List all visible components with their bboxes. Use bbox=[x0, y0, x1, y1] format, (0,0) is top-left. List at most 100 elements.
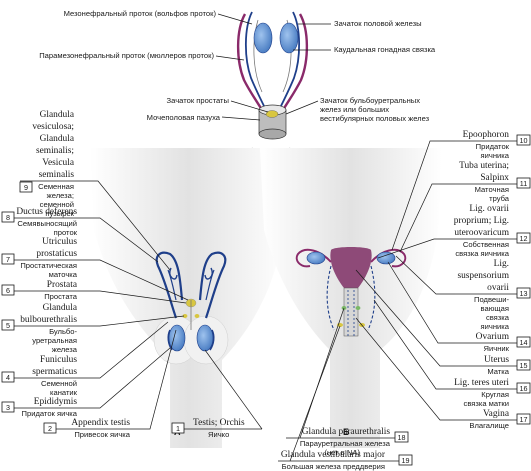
label-3-ru-1: Придаток яичка bbox=[22, 409, 78, 418]
label-19-num: 19 bbox=[402, 456, 410, 465]
label-2-latin-1: Appendix testis bbox=[71, 418, 130, 428]
label-12-ru-1: Собственная bbox=[463, 240, 509, 249]
label-12-ru-2: связка яичника bbox=[455, 249, 509, 258]
panel-b-letter: Б bbox=[343, 427, 350, 437]
label-13-num: 13 bbox=[520, 289, 528, 298]
label-15-ru-1: Матка bbox=[487, 367, 509, 376]
label-10-latin-1: Epoophoron bbox=[463, 130, 510, 140]
label-13-ru-2: вающая bbox=[481, 304, 509, 313]
label-7-num: 7 bbox=[6, 255, 10, 264]
label-6-num: 6 bbox=[6, 286, 10, 295]
label-14-num: 14 bbox=[520, 338, 528, 347]
label-1-num: 1 bbox=[176, 424, 180, 433]
label-5-num: 5 bbox=[6, 321, 10, 330]
label-4-latin-1: Funiculus bbox=[40, 355, 77, 365]
label-9-ru-3: семенной bbox=[40, 200, 74, 209]
label-5-latin-1: Glandula bbox=[43, 303, 78, 313]
ovary-right bbox=[376, 251, 396, 265]
label-13-latin-1: Lig. bbox=[494, 259, 509, 269]
label-9-latin-2: vesiculosa; bbox=[32, 122, 74, 132]
label-2-num: 2 bbox=[48, 424, 52, 433]
paramesonephric-duct-label: Парамезонефральный проток (мюллеров прот… bbox=[39, 51, 214, 60]
label-3-num: 3 bbox=[6, 403, 10, 412]
label-7-latin-2: prostaticus bbox=[36, 249, 77, 259]
label-17-latin-1: Vagina bbox=[483, 409, 510, 419]
label-8-ru-1: Семявыносящий bbox=[17, 219, 77, 228]
label-13-ru-3: связка bbox=[486, 313, 510, 322]
label-9-ru-1: Семенная bbox=[38, 182, 74, 191]
label-16-latin-1: Lig. teres uteri bbox=[454, 378, 509, 388]
label-13-ru-1: Подвеши- bbox=[474, 295, 509, 304]
label-11-latin-2: Salpinx bbox=[480, 173, 509, 183]
bulbo-primordium-label-1: Зачаток бульбоуретральных bbox=[320, 96, 420, 105]
label-5-ru-1: Бульбо- bbox=[49, 327, 77, 336]
label-4-num: 4 bbox=[6, 373, 10, 382]
label-8-num: 8 bbox=[6, 213, 10, 222]
uterus bbox=[330, 247, 372, 288]
label-4-latin-2: spermaticus bbox=[32, 367, 77, 377]
gonad-primordium-label: Зачаток половой железы bbox=[334, 19, 422, 28]
label-1-ru-1: Яичко bbox=[208, 430, 229, 439]
label-9-latin-5: Vesicula bbox=[42, 158, 75, 168]
label-16-ru-1: Круглая bbox=[481, 390, 509, 399]
label-11-ru-2: труба bbox=[489, 194, 510, 203]
mesonephric-duct-label: Мезонефральный проток (вольфов проток) bbox=[64, 9, 217, 18]
label-13-latin-2: suspensorium bbox=[457, 271, 509, 281]
label-4-ru-2: канатик bbox=[50, 388, 78, 397]
label-18-ru-2: (нет в NA) bbox=[324, 448, 360, 457]
prostate-primordium-label: Зачаток простаты bbox=[167, 96, 229, 105]
label-17-ru-1: Влагалище bbox=[469, 421, 509, 430]
testis-right bbox=[196, 324, 214, 352]
label-13-latin-3: ovarii bbox=[487, 283, 509, 293]
label-7-ru-1: Простатическая bbox=[20, 261, 77, 270]
label-19-ru-1: Большая железа преддверия bbox=[282, 462, 385, 471]
label-10-ru-1: Придаток bbox=[476, 142, 510, 151]
label-18-num: 18 bbox=[398, 433, 406, 442]
label-5-ru-3: железа bbox=[52, 345, 78, 354]
label-17-num: 17 bbox=[520, 415, 528, 424]
panel-b-labels: Epoophoron 10 Придаток яичника Tuba uter… bbox=[278, 130, 531, 471]
label-6-latin-1: Prostata bbox=[47, 280, 78, 290]
label-7-ru-2: маточка bbox=[49, 270, 78, 279]
label-12-latin-2: proprium; Lig. bbox=[454, 216, 509, 226]
label-4-ru-1: Семенной bbox=[41, 379, 77, 388]
label-11-num: 11 bbox=[520, 179, 527, 188]
label-14-ru-1: Яичник bbox=[484, 344, 510, 353]
prostate-primordium bbox=[265, 110, 279, 118]
label-1-latin-1: Testis; Orchis bbox=[193, 418, 245, 428]
label-18-ru-1: Парауретральная железа bbox=[300, 439, 391, 448]
label-9-latin-4: seminalis; bbox=[36, 146, 74, 156]
urogenital-sinus-label: Мочеполовая пазуха bbox=[147, 113, 221, 122]
label-2-ru-1: Привесок яичка bbox=[74, 430, 130, 439]
label-16-ru-2: связка матки bbox=[464, 399, 509, 408]
label-9-ru-4: пузырек bbox=[45, 209, 74, 218]
label-9-latin-1: Glandula bbox=[40, 110, 75, 120]
label-16-num: 16 bbox=[520, 384, 528, 393]
label-5-ru-2: уретральная bbox=[32, 336, 77, 345]
label-12-latin-3: uteroovaricum bbox=[454, 228, 509, 238]
caudal-gonadal-ligament-label: Каудальная гонадная связка bbox=[334, 45, 436, 54]
label-12-latin-1: Lig. ovarii bbox=[469, 204, 509, 214]
panel-a-labels: Glandula vesiculosa; Glandula seminalis;… bbox=[1, 110, 263, 439]
label-18-latin-1: Glandula paraurethralis bbox=[302, 427, 391, 437]
label-3-latin-1: Epididymis bbox=[34, 397, 78, 407]
gonad-left bbox=[253, 22, 273, 54]
label-9-latin-6: seminalis bbox=[39, 170, 75, 180]
label-5-latin-2: bulbourethralis bbox=[20, 315, 77, 325]
bulbo-primordium-label-2: желез или больших bbox=[320, 105, 389, 114]
label-12-num: 12 bbox=[520, 234, 528, 243]
label-9-num: 9 bbox=[24, 183, 28, 192]
label-19-latin-1: Glandula vestibularis major bbox=[281, 450, 386, 460]
label-15-latin-1: Uterus bbox=[484, 355, 509, 365]
male-figure bbox=[90, 148, 288, 448]
label-8-ru-2: проток bbox=[54, 228, 78, 237]
ovary-left bbox=[306, 251, 326, 265]
label-11-ru-1: Маточная bbox=[475, 185, 509, 194]
label-9-ru-2: железа; bbox=[47, 191, 74, 200]
label-6-ru-1: Простата bbox=[44, 292, 78, 301]
label-10-ru-2: яичника bbox=[481, 151, 510, 160]
label-7-latin-1: Utriculus bbox=[42, 237, 77, 247]
label-9-latin-3: Glandula bbox=[40, 134, 75, 144]
label-15-num: 15 bbox=[520, 361, 528, 370]
